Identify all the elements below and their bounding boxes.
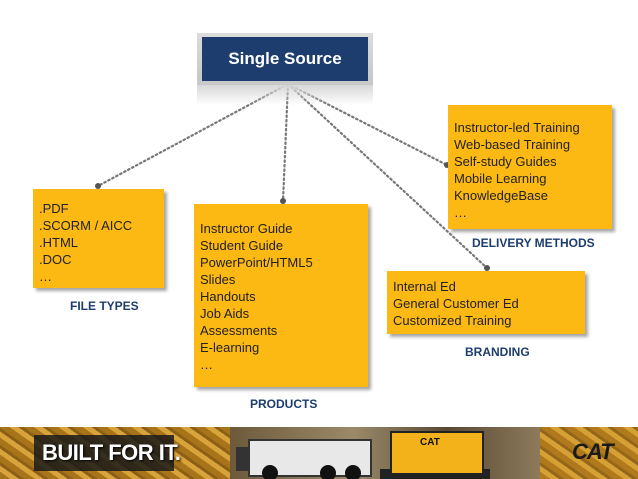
- product-item: E-learning: [200, 340, 260, 355]
- banner-tagline: BUILT FOR IT.: [42, 440, 181, 465]
- source-reflection: [197, 85, 373, 105]
- product-item: …: [200, 357, 213, 372]
- truck-wheel: [320, 465, 336, 479]
- file-types-box: .PDF .SCORM / AICC .HTML .DOC …: [33, 189, 164, 288]
- product-item: Job Aids: [200, 306, 250, 321]
- product-item: Student Guide: [200, 238, 284, 253]
- file-types-label: FILE TYPES: [70, 299, 139, 313]
- branding-box: Internal Ed General Customer Ed Customiz…: [387, 271, 585, 334]
- delivery-methods-box: Instructor-led Training Web-based Traini…: [448, 105, 612, 229]
- product-item: Handouts: [200, 289, 256, 304]
- branding-item: Customized Training: [393, 313, 512, 328]
- banner-texture-right: [540, 427, 638, 479]
- delivery-item: Self-study Guides: [454, 154, 557, 169]
- connector-delivery: [286, 82, 449, 167]
- delivery-item: KnowledgeBase: [454, 188, 548, 203]
- branding-item: General Customer Ed: [393, 296, 519, 311]
- connector-dot-products: [280, 198, 286, 204]
- file-type-item: .DOC: [39, 252, 72, 267]
- tagline-backdrop: [34, 435, 174, 471]
- truck-wheel: [345, 465, 361, 479]
- machine-brand-mark: CAT: [420, 437, 440, 448]
- connector-branding: [286, 82, 489, 270]
- branding-label: BRANDING: [465, 345, 530, 359]
- product-item: Slides: [200, 272, 236, 287]
- truck-wheel: [262, 465, 278, 479]
- delivery-item: …: [454, 205, 467, 220]
- file-type-item: .PDF: [39, 201, 69, 216]
- single-source-node: Single Source: [197, 33, 373, 85]
- file-type-item: …: [39, 269, 52, 284]
- products-box: Instructor Guide Student Guide PowerPoin…: [194, 204, 368, 387]
- single-source-title: Single Source: [202, 37, 368, 81]
- footer-banner: BUILT FOR IT. CAT CAT: [0, 427, 638, 479]
- connector-dot-file-types: [95, 183, 101, 189]
- products-label: PRODUCTS: [250, 397, 318, 411]
- product-item: Assessments: [200, 323, 278, 338]
- product-item: PowerPoint/HTML5: [200, 255, 313, 270]
- excavator-image: [390, 431, 484, 475]
- branding-item: Internal Ed: [393, 279, 456, 294]
- delivery-item: Mobile Learning: [454, 171, 547, 186]
- delivery-item: Instructor-led Training: [454, 120, 580, 135]
- connector-dot-branding: [484, 265, 490, 271]
- delivery-methods-label: DELIVERY METHODS: [472, 236, 595, 250]
- file-type-item: .HTML: [39, 235, 78, 250]
- delivery-item: Web-based Training: [454, 137, 571, 152]
- cat-logo: CAT: [572, 439, 614, 464]
- file-type-item: .SCORM / AICC: [39, 218, 133, 233]
- product-item: Instructor Guide: [200, 221, 293, 236]
